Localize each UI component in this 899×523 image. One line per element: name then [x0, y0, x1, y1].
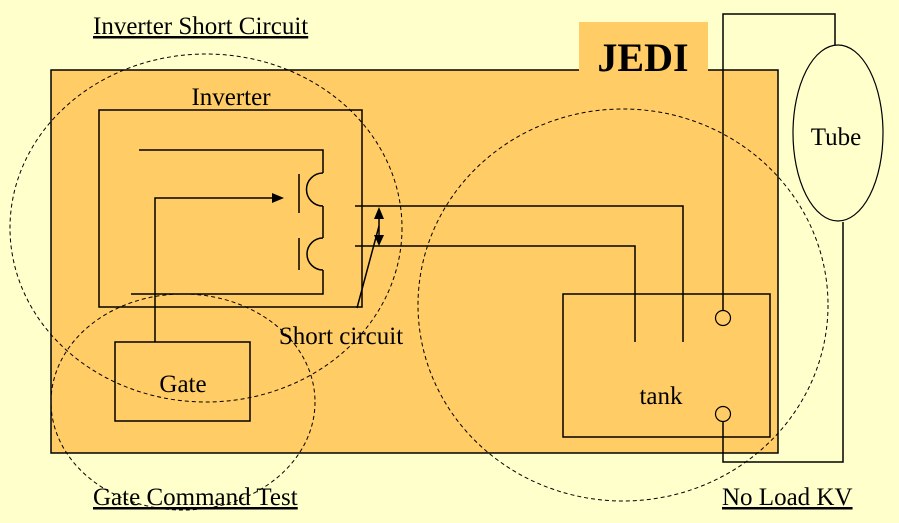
- jedi-box: [50, 69, 779, 454]
- tube-label: Tube: [811, 124, 862, 151]
- inverter-box: [98, 109, 363, 308]
- no-load-kv-title: No Load KV: [722, 484, 853, 511]
- gate-label: Gate: [159, 371, 206, 398]
- output-wires: [355, 205, 684, 342]
- tube: [792, 44, 884, 222]
- inverter-label: Inverter: [191, 84, 271, 111]
- gate-command-test-title: Gate Command Test: [93, 484, 298, 511]
- switch-symbol: [131, 149, 324, 295]
- inverter-short-circuit-title: Inverter Short Circuit: [93, 13, 308, 40]
- jedi-label-background: [579, 22, 708, 74]
- gate-signal-wire: [154, 193, 284, 342]
- inverter-short-circuit-region: [9, 53, 403, 403]
- tank-terminal-bottom: [714, 405, 732, 423]
- short-circuit-arrow: [356, 207, 384, 309]
- no-load-kv-region: [417, 108, 829, 502]
- tank-label: tank: [639, 383, 683, 410]
- tank-box: [562, 293, 771, 438]
- gate-box: [114, 341, 251, 422]
- tube-wiring: [722, 13, 844, 463]
- tank-terminal-top: [714, 309, 732, 327]
- jedi-label: JEDI: [597, 35, 688, 80]
- arrow-up-icon: [374, 207, 384, 219]
- gate-command-test-region: [50, 293, 316, 511]
- short-circuit-label: Short circuit: [279, 323, 403, 350]
- arrow-right-icon: [272, 193, 284, 203]
